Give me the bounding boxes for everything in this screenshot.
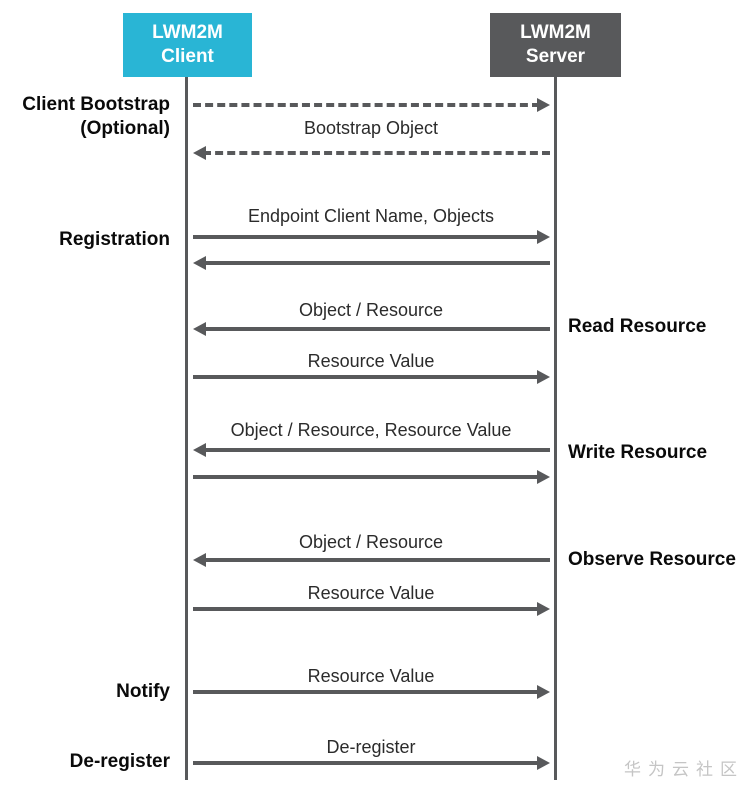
message-label-observe-response: Resource Value bbox=[307, 583, 435, 603]
phase-label-deregister: De-register bbox=[69, 751, 170, 772]
message-label-read-request: Object / Resource bbox=[298, 300, 444, 320]
bootstrap-request-arrow bbox=[193, 98, 550, 112]
write-request-arrow bbox=[193, 443, 550, 457]
message-label-register-request: Endpoint Client Name, Objects bbox=[247, 206, 495, 226]
register-request-arrow bbox=[193, 230, 550, 244]
operation-label-read-resource: Read Resource bbox=[568, 316, 707, 337]
lwm2m-server-box: LWM2M Server bbox=[490, 13, 621, 77]
write-response-arrow bbox=[193, 470, 550, 484]
message-label-deregister: De-register bbox=[326, 737, 416, 757]
phase-label-registration: Registration bbox=[59, 229, 170, 250]
operation-label-write-resource: Write Resource bbox=[568, 442, 708, 463]
lwm2m-client-box: LWM2M Client bbox=[123, 13, 252, 77]
observe-request-arrow bbox=[193, 553, 550, 567]
message-label-notify: Resource Value bbox=[307, 666, 435, 686]
operation-label-observe-resource: Observe Resource bbox=[568, 549, 736, 570]
huawei-cloud-community-watermark: 华为云社区 bbox=[624, 760, 744, 779]
message-label-write-request: Object / Resource, Resource Value bbox=[230, 420, 512, 440]
server-lifeline bbox=[554, 77, 557, 780]
bootstrap-object-arrow bbox=[193, 146, 550, 160]
message-label-observe-request: Object / Resource bbox=[298, 532, 444, 552]
notify-arrow bbox=[193, 685, 550, 699]
read-request-arrow bbox=[193, 322, 550, 336]
message-label-bootstrap-object: Bootstrap Object bbox=[303, 118, 439, 138]
deregister-arrow bbox=[193, 756, 550, 770]
register-response-arrow bbox=[193, 256, 550, 270]
client-lifeline bbox=[185, 77, 188, 780]
phase-label-notify: Notify bbox=[116, 681, 170, 702]
phase-label-client-bootstrap: Client Bootstrap (Optional) bbox=[22, 94, 170, 139]
read-response-arrow bbox=[193, 370, 550, 384]
observe-response-arrow bbox=[193, 602, 550, 616]
message-label-read-response: Resource Value bbox=[307, 351, 435, 371]
